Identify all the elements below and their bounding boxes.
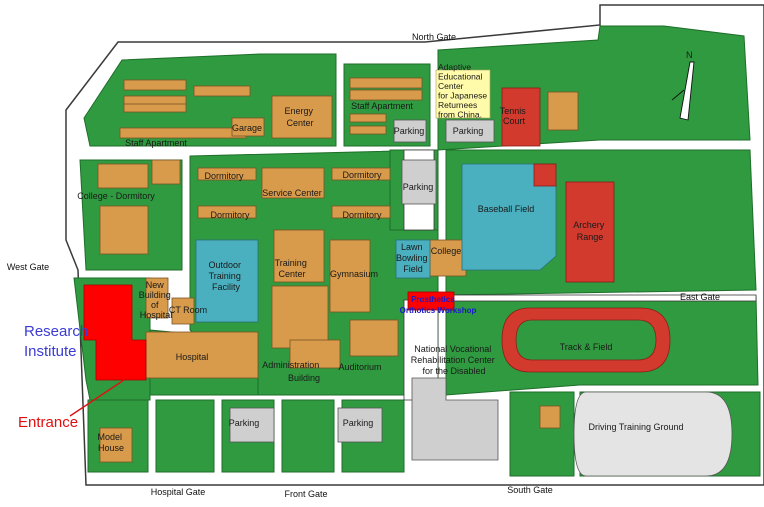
- dormitory-4-building: [331, 205, 391, 219]
- compass-rose: N: [671, 50, 695, 121]
- gymnasium-label: Gymnasium: [330, 269, 378, 279]
- driving-ground-label: Driving Training Ground: [588, 422, 683, 432]
- parking-mid-area: [401, 159, 437, 205]
- hospital-label: Hospital: [176, 352, 209, 362]
- garage-building: [231, 117, 265, 137]
- tennis-court-area: [501, 87, 541, 147]
- parking-bottom-1-area: [229, 407, 275, 443]
- red-features: [501, 87, 671, 373]
- adaptive-center-label: Adaptive Educational Center for Japanese…: [438, 62, 490, 120]
- administration-label: Administration Building: [262, 360, 322, 383]
- dormitory-2-building: [197, 205, 257, 219]
- model-house-building: [99, 427, 133, 463]
- administration-building: [289, 339, 341, 369]
- grey-areas: [229, 119, 733, 477]
- lawn-bowling-label: Lawn Bowling Field: [396, 242, 430, 274]
- college-dormitory-label: College - Dormitory: [77, 191, 155, 201]
- baseball-field-label: Baseball Field: [478, 204, 535, 214]
- entrance-annotation: Entrance: [18, 414, 78, 431]
- college-dormitory-building: [97, 163, 149, 189]
- research-institute-highlight: [83, 284, 455, 381]
- prosthetics-highlight: [407, 291, 455, 311]
- energy-center-building: [271, 95, 333, 139]
- vocational-center-area: [411, 377, 499, 461]
- research-institute-annotation: Research Institute: [24, 323, 92, 360]
- south-gate-label: South Gate: [507, 485, 553, 495]
- tennis-court-label: Tennis Court: [500, 106, 529, 126]
- staff-apartment-left-label: Staff Apartment: [125, 138, 187, 148]
- outdoor-training-area: [195, 239, 259, 323]
- parking-top-1-label: Parking: [394, 126, 425, 136]
- parking-bottom-2-label: Parking: [343, 418, 374, 428]
- training-center-building: [273, 229, 325, 283]
- hospital-building: [145, 331, 259, 379]
- parking-mid-label: Parking: [403, 182, 434, 192]
- entrance-pointer: [69, 379, 125, 417]
- model-house-label: Model House: [97, 432, 124, 453]
- parking-top-2-label: Parking: [453, 126, 484, 136]
- parking-top-2-area: [445, 119, 495, 143]
- baseball-infield-box: [533, 163, 557, 187]
- parking-bottom-2-area: [337, 407, 383, 443]
- dormitory-3-label: Dormitory: [342, 170, 382, 180]
- training-center-label: Training Center: [275, 258, 310, 279]
- new-building-label: New Building of Hospital: [139, 280, 174, 320]
- east-gate-label: East Gate: [680, 292, 720, 302]
- adaptive-center-area: [435, 69, 491, 119]
- dormitory-4-label: Dormitory: [342, 210, 382, 220]
- compass-north-label: N: [686, 50, 693, 60]
- track-field-label: Track & Field: [560, 342, 613, 352]
- gymnasium-building: [329, 239, 371, 313]
- energy-center-label: Energy Center: [284, 106, 315, 128]
- auditorium-building: [349, 319, 399, 357]
- blue-fields: [195, 163, 557, 323]
- track-inner: [515, 319, 657, 361]
- vocational-center-label: National Vocational Rehabilitation Cente…: [411, 344, 498, 376]
- auditorium-label: Auditorium: [338, 362, 381, 372]
- buildings: [97, 77, 579, 463]
- archery-range-area: [565, 181, 615, 283]
- parking-bottom-1-label: Parking: [229, 418, 260, 428]
- archery-range-label: Archery Range: [573, 220, 607, 242]
- outdoor-training-label: Outdoor Training Facility: [208, 260, 243, 292]
- dormitory-1-label: Dormitory: [204, 171, 244, 181]
- ct-room-label: CT Room: [169, 305, 207, 315]
- service-center-building: [261, 167, 325, 199]
- hospital-gate-label: Hospital Gate: [151, 487, 206, 497]
- dormitory-1-building: [197, 167, 257, 181]
- parking-top-1-area: [393, 119, 427, 143]
- west-gate-label: West Gate: [7, 262, 49, 272]
- dormitory-3-building: [331, 167, 391, 181]
- college-building: [429, 239, 467, 277]
- front-gate-label: Front Gate: [284, 489, 327, 499]
- service-center-label: Service Center: [262, 188, 322, 198]
- staff-apartment-top-label: Staff Apartment: [351, 101, 413, 111]
- dormitory-2-label: Dormitory: [210, 210, 250, 220]
- garage-label: Garage: [232, 123, 262, 133]
- north-gate-label: North Gate: [412, 32, 456, 42]
- compass-arrow-icon: [679, 61, 695, 121]
- prosthetics-label: Prosthetics Orthotics Workshop: [400, 295, 477, 315]
- lawn-bowling-area: [395, 239, 431, 279]
- driving-ground-area: [573, 391, 733, 477]
- college-label: College: [431, 246, 462, 256]
